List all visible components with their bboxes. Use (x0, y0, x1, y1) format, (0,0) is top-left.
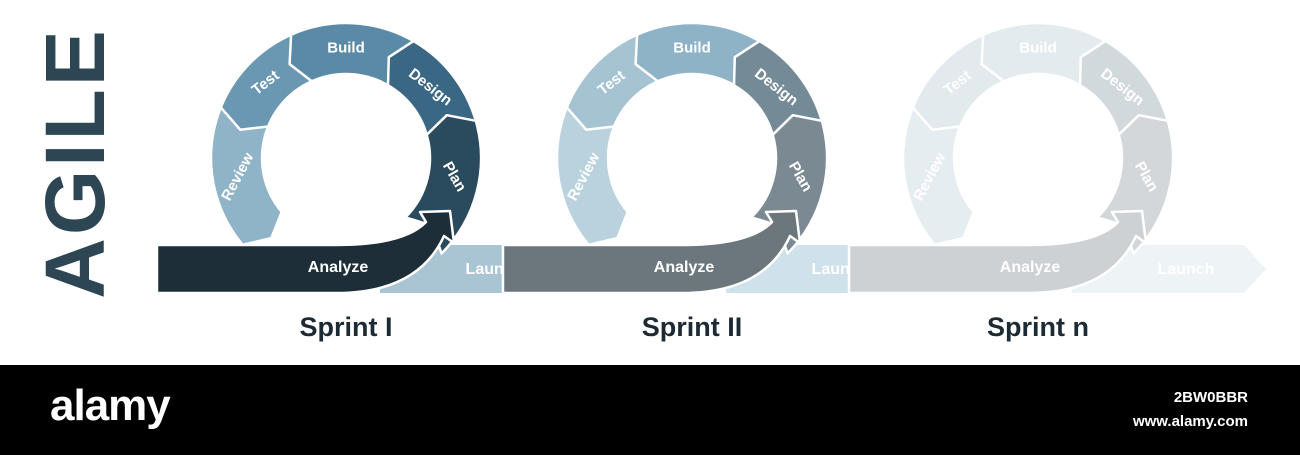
analyze-arrow (155, 209, 456, 295)
analyze-arrow (847, 209, 1148, 295)
analyze-label: Analyze (1000, 259, 1061, 276)
sprint-n-title: Sprint n (987, 312, 1089, 342)
footer-url: www.alamy.com (1132, 413, 1248, 430)
image-id: 2BW0BBR (1173, 389, 1248, 406)
sprint-1-title: Sprint I (300, 312, 393, 342)
analyze-label: Analyze (654, 259, 715, 276)
build-label: Build (673, 39, 711, 56)
agile-title: AGILE (28, 27, 122, 299)
launch-label: Launch (1158, 261, 1215, 278)
sprint-2-title: Sprint II (642, 312, 743, 342)
build-label: Build (1019, 39, 1057, 56)
build-label: Build (327, 39, 365, 56)
alamy-logo: alamy (50, 381, 171, 430)
footer-bar: alamy 2BW0BBR www.alamy.com (0, 365, 1300, 455)
analyze-arrow (501, 209, 802, 295)
analyze-label: Analyze (308, 259, 369, 276)
